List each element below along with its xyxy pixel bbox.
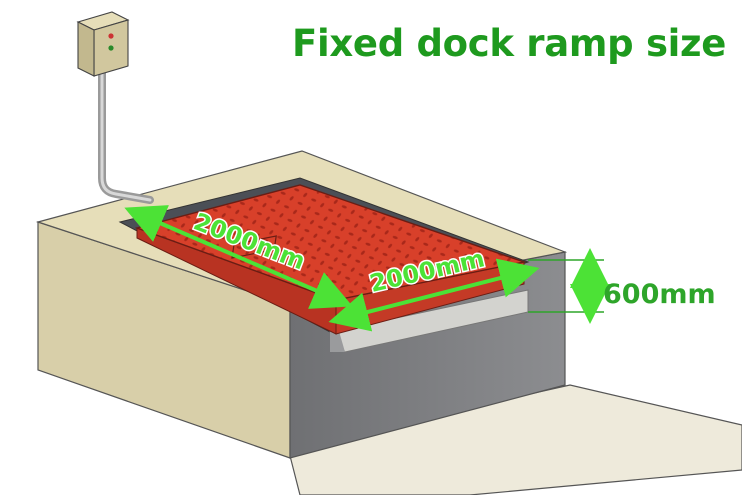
length-dimension-line <box>124 205 353 309</box>
control-box-icon <box>76 11 130 77</box>
width-dimension-line <box>328 258 540 332</box>
ground-apron <box>287 384 742 495</box>
depth-label: 600mm <box>603 279 716 310</box>
page-title: Fixed dock ramp size <box>292 22 727 65</box>
conduit-pipe <box>98 68 154 204</box>
